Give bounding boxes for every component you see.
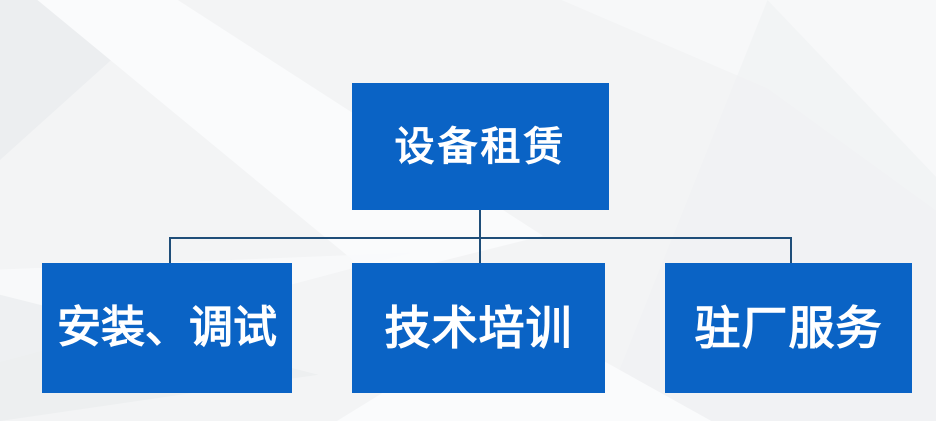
connector-drop-center xyxy=(479,238,481,264)
child-node-installation-debugging: 安装、调试 xyxy=(42,263,292,393)
connector-root-stem xyxy=(479,210,481,239)
root-node-equipment-rental: 设备租赁 xyxy=(352,83,609,210)
child-node-label: 安装、调试 xyxy=(57,302,277,353)
child-node-resident-service: 驻厂服务 xyxy=(665,263,912,393)
connector-drop-right xyxy=(790,238,792,264)
child-node-technical-training: 技术培训 xyxy=(352,263,605,393)
child-node-label: 技术培训 xyxy=(384,301,573,355)
connector-drop-left xyxy=(169,238,171,264)
root-node-label: 设备租赁 xyxy=(394,122,567,170)
child-node-label: 驻厂服务 xyxy=(694,301,883,355)
